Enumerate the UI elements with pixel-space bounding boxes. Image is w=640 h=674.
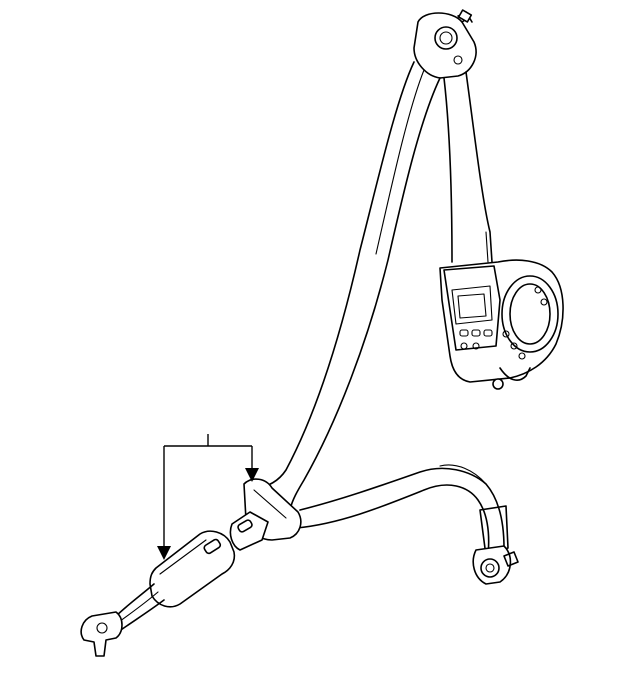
arrow-down-icon — [157, 546, 171, 560]
callout-1-leader — [157, 434, 259, 560]
shoulder-webbing — [257, 61, 441, 511]
lower-anchor — [472, 545, 519, 585]
upper-anchor — [413, 9, 477, 79]
lap-webbing — [295, 464, 509, 557]
arrow-down-icon — [245, 468, 259, 482]
latch-tongue — [229, 478, 302, 551]
retractor — [439, 259, 564, 390]
retractor-webbing — [443, 71, 493, 263]
buckle — [80, 530, 236, 657]
